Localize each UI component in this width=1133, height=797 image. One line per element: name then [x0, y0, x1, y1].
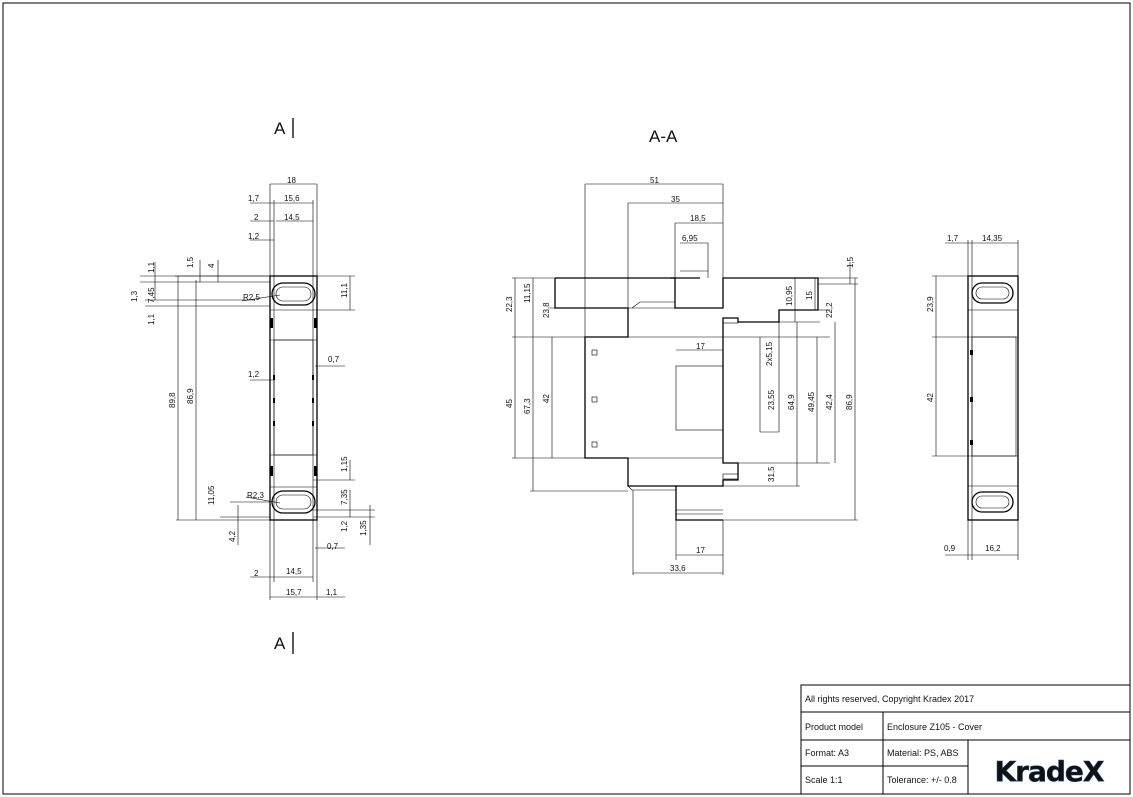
dim-14-5-top: 14,5	[284, 213, 300, 222]
dim-r2-3: R2,3	[247, 491, 264, 500]
dim-1-35: 1,35	[359, 520, 368, 536]
dim-14-5-bot: 14,5	[286, 567, 302, 576]
dim-2-bot: 2	[254, 569, 259, 578]
dim-11-15: 11,15	[523, 283, 532, 303]
dim-r-23-9: 23,9	[926, 296, 935, 312]
dim-r-42: 42	[926, 393, 935, 402]
title-block: All rights reserved, Copyright Kradex 20…	[800, 684, 1131, 795]
section-title-aa: A-A	[649, 127, 678, 146]
left-body	[269, 275, 318, 521]
dim-15-7: 15,7	[286, 588, 302, 597]
dim-22-3: 22,3	[505, 296, 514, 312]
section-marker-top: A	[274, 119, 286, 138]
tolerance-text: Tolerance: +/- 0.8	[887, 775, 957, 785]
dim-2x5-15: 2x5,15	[765, 341, 774, 366]
dim-18-5: 18,5	[690, 214, 706, 223]
dim-23-55: 23,55	[767, 389, 776, 410]
dim-1-7: 1,7	[248, 194, 260, 203]
dim-1-3: 1,3	[130, 290, 139, 302]
dim-23-8: 23,8	[542, 302, 551, 318]
dim-49-45: 49,45	[807, 391, 816, 412]
dim-64-9: 64,9	[787, 394, 796, 410]
right-view: 1,7 14,35 23,9 42 0,9 16,2	[926, 234, 1019, 560]
dim-86-9: 86,9	[186, 388, 195, 404]
dim-1-2-bot: 1,2	[340, 520, 349, 532]
dim-11-1: 11,1	[340, 282, 349, 298]
dim-89-8: 89,8	[168, 392, 177, 408]
dim-1-1c: 1,1	[326, 588, 338, 597]
dim-r-16-2: 16,2	[985, 544, 1001, 553]
dim-67-3: 67,3	[523, 398, 532, 414]
left-view: A A	[130, 118, 375, 654]
dim-1-2-mid: 1,2	[248, 370, 260, 379]
material-text: Material: PS, ABS	[887, 748, 959, 758]
dim-6-95: 6,95	[682, 234, 698, 243]
section-marker-bottom: A	[274, 634, 286, 653]
dim-18: 18	[287, 176, 296, 185]
dim-r-14-35: 14,35	[982, 234, 1003, 243]
dim-4: 4	[207, 263, 216, 268]
center-section-profile	[554, 270, 819, 521]
copyright-text: All rights reserved, Copyright Kradex 20…	[805, 694, 974, 704]
dim-51: 51	[650, 176, 659, 185]
dim-2-top: 2	[254, 213, 259, 222]
kradex-logo: KradeX	[994, 755, 1106, 789]
dim-33-6: 33,6	[670, 564, 686, 573]
dim-35: 35	[671, 195, 680, 204]
dim-r-1-7: 1,7	[947, 234, 959, 243]
dim-r2-5: R2,5	[243, 293, 260, 302]
dim-1-5-c: 1,5	[846, 256, 855, 268]
dim-1-5: 1,5	[186, 256, 195, 268]
svg-text:KradeX: KradeX	[994, 755, 1104, 788]
center-view: A-A	[505, 127, 858, 575]
dim-15-6: 15,6	[284, 194, 300, 203]
dim-1-15: 1,15	[340, 456, 349, 472]
dim-15: 15	[805, 291, 814, 300]
dim-42-4: 42,4	[825, 394, 834, 410]
dim-17-top: 17	[696, 342, 705, 351]
right-body	[967, 275, 1019, 521]
dim-22-2: 22,2	[825, 302, 834, 318]
dim-86-9-c: 86,9	[845, 394, 854, 410]
dim-42-c: 42	[542, 394, 551, 403]
product-model-value: Enclosure Z105 - Cover	[887, 722, 982, 732]
dim-17-bot: 17	[696, 546, 705, 555]
dim-0-7b: 0,7	[327, 542, 339, 551]
product-model-label: Product model	[805, 722, 863, 732]
dim-r-0-9: 0,9	[944, 544, 956, 553]
dim-31-5: 31,5	[767, 466, 776, 482]
dim-1-1b: 1,1	[147, 313, 156, 325]
dim-4-2: 4,2	[228, 530, 237, 542]
dim-0-7a: 0,7	[328, 355, 340, 364]
dim-1-2-top: 1,2	[248, 232, 260, 241]
scale-text: Scale 1:1	[805, 775, 843, 785]
dim-45: 45	[505, 399, 514, 408]
dim-7-45: 7,45	[147, 287, 156, 303]
dim-1-1a: 1,1	[147, 261, 156, 273]
dim-11-05: 11,05	[207, 485, 216, 505]
dim-10-95: 10,95	[785, 285, 794, 306]
dim-7-35: 7,35	[340, 489, 349, 505]
format-text: Format: A3	[805, 748, 849, 758]
